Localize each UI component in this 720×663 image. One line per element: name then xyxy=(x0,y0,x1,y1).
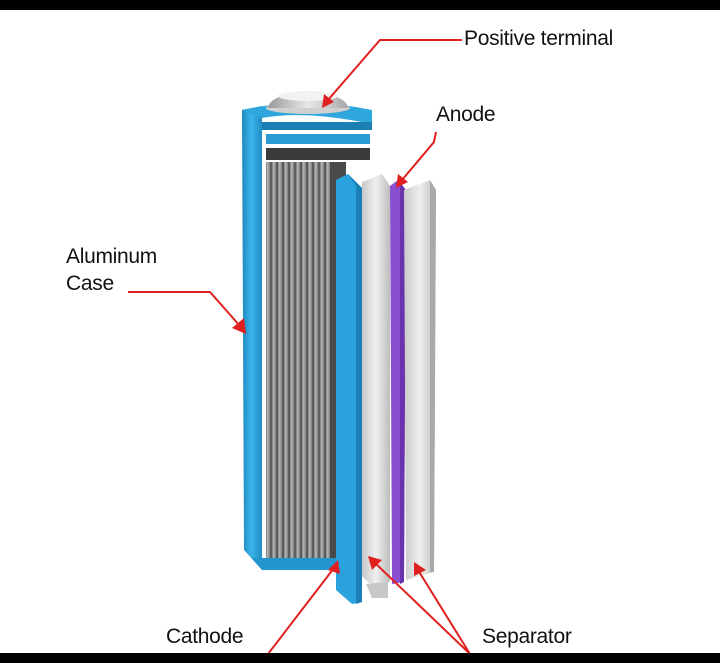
separator-sheet-inner xyxy=(362,174,390,598)
separator-leader-1 xyxy=(373,561,598,653)
arrowhead-case xyxy=(232,318,246,334)
label-separator: Separator xyxy=(482,625,572,648)
label-aluminum-case-line2: Case xyxy=(66,272,114,295)
separator-leader-2 xyxy=(417,569,471,653)
label-positive-terminal: Positive terminal xyxy=(464,27,613,50)
label-cathode: Cathode xyxy=(166,625,244,648)
cathode-sheet xyxy=(336,174,362,604)
arrowhead-cathode xyxy=(328,560,340,574)
arrowhead-anode xyxy=(396,174,408,188)
arrowhead-separator-1 xyxy=(368,556,382,570)
cathode-leader xyxy=(166,567,335,653)
anode-sheet xyxy=(390,180,406,584)
positive-terminal-cap xyxy=(266,91,350,114)
arrowhead-separator-2 xyxy=(414,562,426,576)
leader-lines xyxy=(128,39,598,653)
leader-arrowheads xyxy=(232,94,426,576)
battery-diagram: Positive terminal Anode Aluminum Case Ca… xyxy=(0,10,720,653)
label-anode: Anode xyxy=(436,103,496,126)
aluminum-case xyxy=(242,103,372,570)
anode-leader xyxy=(401,131,437,181)
separator-sheet-outer xyxy=(404,180,436,580)
arrowhead-positive xyxy=(322,94,334,108)
aluminum-case-leader xyxy=(128,291,241,327)
positive-terminal-leader xyxy=(327,39,462,101)
jelly-roll xyxy=(266,162,346,558)
battery-illustration xyxy=(128,39,598,653)
label-aluminum-case-line1: Aluminum xyxy=(66,245,157,268)
